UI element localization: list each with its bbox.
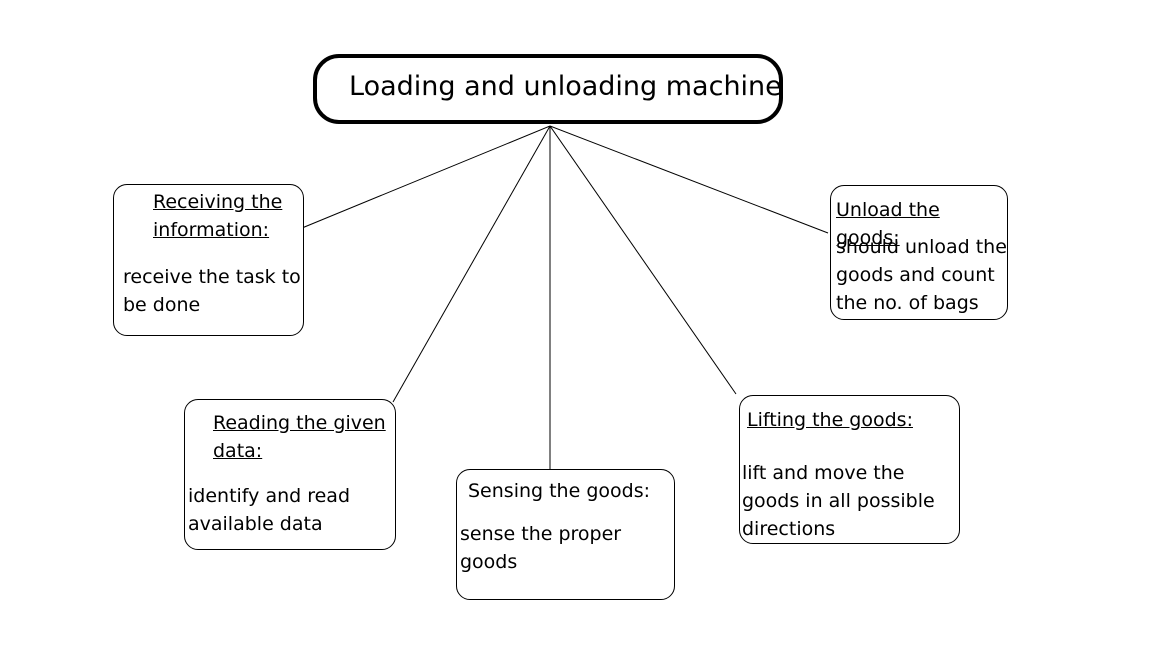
node-lifting-goods: Lifting the goods: lift and move the goo… xyxy=(739,395,960,544)
node-sensing-title: Sensing the goods: xyxy=(468,480,651,502)
node-lifting-body: lift and move the goods in all possible … xyxy=(742,462,935,540)
node-lifting-title: Lifting the goods: xyxy=(747,409,913,431)
node-reading-title: Reading the given data: xyxy=(213,412,386,462)
node-receiving-information: Receiving the information: receive the t… xyxy=(113,184,304,336)
node-reading-body: identify and read available data xyxy=(188,485,351,535)
connector-unload xyxy=(549,125,829,234)
node-unload-body: should unload the goods and count the no… xyxy=(836,236,1007,314)
node-unload-title: Unload the goods: xyxy=(836,199,940,249)
node-unload-goods: Unload the goods: should unload the good… xyxy=(830,185,1008,320)
connector-lifting xyxy=(549,125,737,395)
node-receiving-body: receive the task to be done xyxy=(123,266,301,316)
node-sensing-body: sense the proper goods xyxy=(460,523,622,573)
node-receiving-title: Receiving the information: xyxy=(153,191,283,241)
root-node: Loading and unloading machine xyxy=(313,54,783,124)
root-node-label: Loading and unloading machine xyxy=(349,71,782,102)
connector-receiving xyxy=(301,125,551,229)
connector-reading xyxy=(392,125,551,403)
node-sensing-goods: Sensing the goods: sense the proper good… xyxy=(456,469,675,600)
node-reading-data: Reading the given data: identify and rea… xyxy=(184,399,396,550)
